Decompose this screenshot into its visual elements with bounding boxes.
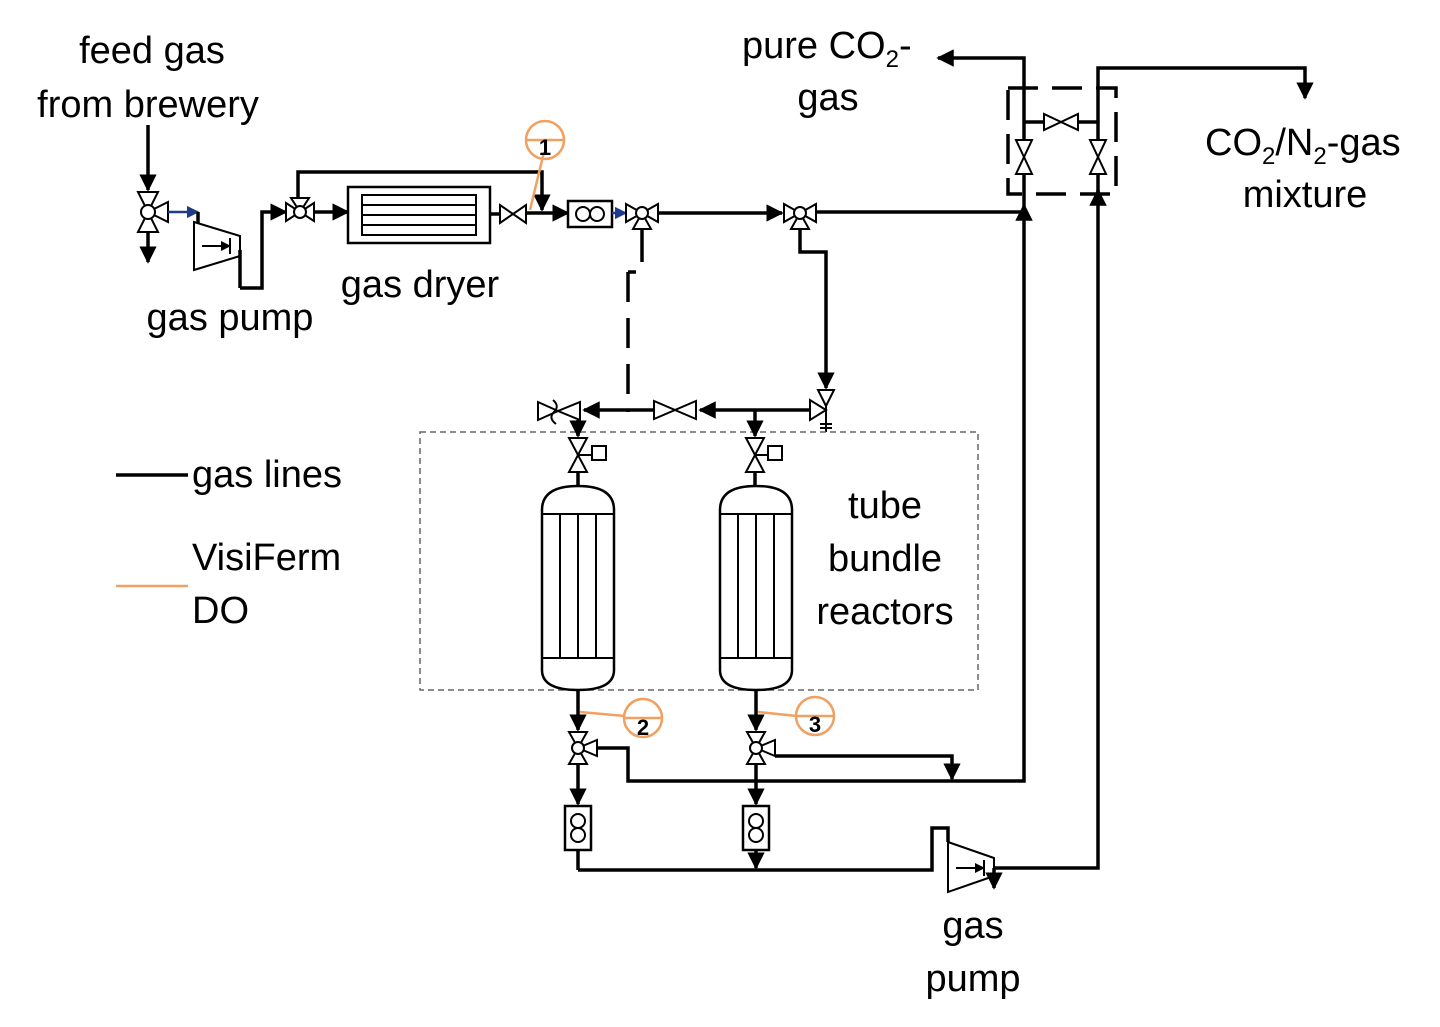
pump-to-mixture-line — [994, 188, 1107, 870]
flow-meter-reactor-1 — [563, 804, 593, 852]
flow-meter-reactor-2 — [741, 804, 771, 852]
svg-text:3: 3 — [809, 712, 821, 737]
tube-bundle-reactor-2 — [718, 484, 794, 692]
three-way-valve-reactor-2-out — [745, 731, 776, 765]
pump-to-valve-line — [240, 203, 288, 290]
reactors-label-2: bundle — [828, 538, 942, 580]
gas-pump-right — [947, 840, 995, 894]
mixture-outlet-line — [1096, 66, 1314, 100]
outlet-valve-right — [1088, 139, 1108, 175]
shutoff-valve-dryer-outlet — [499, 203, 527, 225]
reactor-2-return-branch — [775, 754, 961, 781]
dryer-bypass-line — [296, 170, 551, 212]
mixture-label-line2: mixture — [1243, 174, 1368, 216]
legend-visiferm-label: VisiFerm — [192, 537, 341, 579]
legend-gas-lines-label: gas lines — [192, 454, 342, 496]
reactor-enclosure — [419, 431, 979, 691]
three-way-valve-inlet — [136, 191, 169, 233]
shutoff-valve-header — [653, 399, 697, 421]
pure-co2-gas-label: gas — [797, 77, 858, 119]
three-way-valve-dryer — [285, 197, 315, 223]
control-valve-reactor-2 — [744, 437, 783, 473]
outlet-valve-left — [1014, 139, 1034, 175]
svg-text:2: 2 — [637, 715, 649, 740]
legend-do-label: DO — [192, 590, 249, 632]
tube-bundle-reactor-1 — [540, 484, 616, 692]
pure-co2-label: pure CO2- — [742, 25, 912, 73]
three-way-valve-reactor-1-out — [567, 731, 598, 765]
feed-gas-label: feed gas — [79, 30, 225, 72]
three-way-valve-main — [625, 202, 659, 230]
feed-gas-source-label: from brewery — [37, 84, 259, 126]
visiferm-sensor-1: 1 — [524, 119, 566, 211]
outlet-manifold-box — [1006, 86, 1118, 196]
control-valve-reactor-1 — [567, 437, 607, 473]
gas-pump-right-label-2: pump — [925, 958, 1020, 1000]
distribution-to-reactors-line — [798, 229, 835, 390]
gas-dryer-unit — [346, 185, 492, 245]
pure-co2-outlet-line — [936, 49, 1026, 100]
reactors-label-3: reactors — [816, 591, 953, 633]
visiferm-sensor-3: 3 — [757, 695, 836, 737]
three-way-valve-distribution — [783, 202, 817, 230]
reactor-return-line — [597, 203, 1033, 783]
gas-pump-left — [193, 220, 241, 272]
visiferm-sensor-2: 2 — [579, 697, 664, 740]
gas-pump-right-label-1: gas — [942, 905, 1003, 947]
mixture-label: CO2/N2-gas — [1205, 122, 1401, 170]
outlet-valve-cross — [1043, 112, 1079, 132]
gas-dryer-label: gas dryer — [341, 264, 500, 306]
pressure-relief-valve — [809, 389, 836, 432]
meters-to-pump-line — [578, 826, 950, 872]
solenoid-valve-header — [537, 399, 581, 425]
svg-text:1: 1 — [539, 135, 551, 160]
reactors-label-1: tube — [848, 485, 922, 527]
gas-pump-left-label: gas pump — [147, 297, 314, 339]
flow-meter-top — [566, 199, 614, 229]
